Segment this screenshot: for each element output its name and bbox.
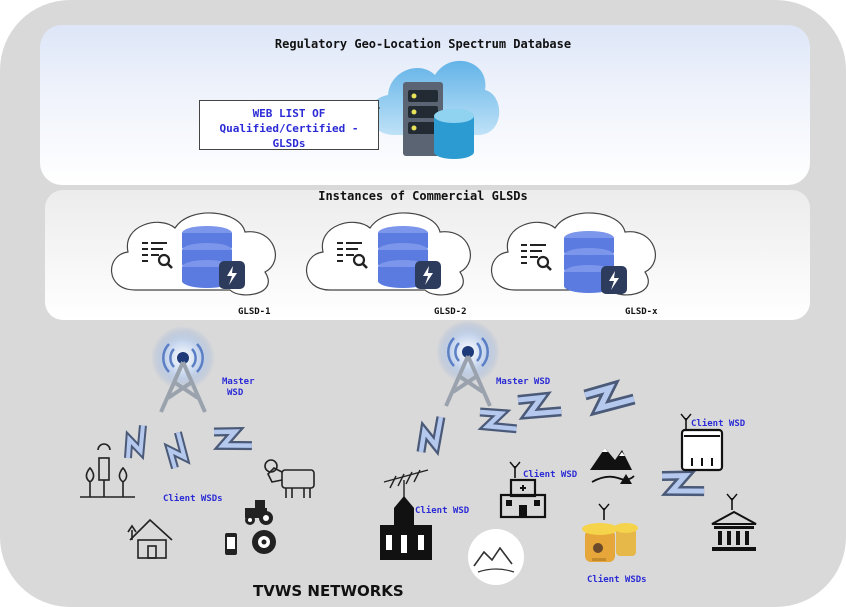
web-list-line2: Qualified/Certified - GLSDs <box>219 122 359 150</box>
house-icon <box>127 518 173 559</box>
link-bolt-icon <box>120 424 153 462</box>
client-wsds-left-label: Client WSDs <box>163 494 223 504</box>
client-wsds-right-label: Client WSDs <box>587 575 647 585</box>
web-list-line1: WEB LIST OF <box>252 107 326 120</box>
regulatory-database-title: Regulatory Geo-Location Spectrum Databas… <box>274 37 572 51</box>
left-master-label-line1: Master <box>222 377 255 387</box>
farm-sensor-icon <box>80 443 135 498</box>
smart-farming-phone-icon <box>225 530 276 555</box>
link-bolt-icon <box>476 403 519 440</box>
glsd-2-cloud-icon <box>306 212 471 296</box>
link-bolt-icon <box>658 466 706 505</box>
link-bolt-icon <box>210 423 253 458</box>
client-wsd-tv-label: Client WSD <box>415 506 470 516</box>
tvws-networks-footer: TVWS NETWORKS <box>253 582 404 600</box>
left-master-tower-icon <box>149 324 217 414</box>
left-master-label-line2: WSD <box>227 388 244 398</box>
right-master-tower-icon <box>434 318 502 408</box>
web-list-callout: WEB LIST OF Qualified/Certified - GLSDs <box>199 100 379 150</box>
link-bolt-icon <box>583 382 635 416</box>
glsd-1-cloud-icon <box>111 212 276 296</box>
glsd-2-label: GLSD-2 <box>434 307 467 317</box>
link-bolt-icon <box>515 389 563 426</box>
link-bolt-icon <box>413 415 452 457</box>
bank-building-icon <box>711 493 757 551</box>
glsd-1-label: GLSD-1 <box>238 307 271 317</box>
tv-antenna-building-icon <box>380 469 432 560</box>
tractor-icon <box>245 500 273 525</box>
link-bolt-icon <box>166 432 191 470</box>
camera-beehive-icon <box>582 503 638 562</box>
client-wsd-hut-label: Client WSD <box>691 419 746 429</box>
radio-hut-icon <box>680 413 724 472</box>
landscape-circle-icon <box>468 529 524 585</box>
right-master-label: Master WSD <box>496 377 551 387</box>
cow-icon <box>264 459 315 498</box>
glsd-x-label: GLSD-x <box>625 307 658 317</box>
regulatory-cloud-icon <box>369 60 500 159</box>
hospital-icon <box>499 461 547 519</box>
commercial-glsds-title: Instances of Commercial GLSDs <box>318 189 528 203</box>
client-wsd-hospital-label: Client WSD <box>523 470 578 480</box>
glsd-x-cloud-icon <box>491 212 656 296</box>
mountain-forest-icon <box>590 448 635 484</box>
